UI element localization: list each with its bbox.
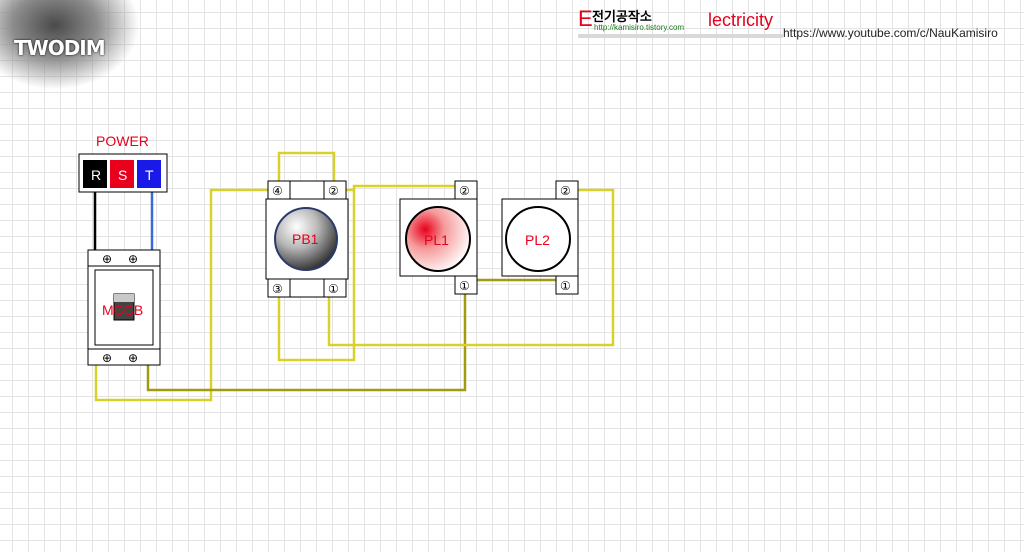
mccb-top-screw-1: ⊕ <box>102 252 112 266</box>
header-underline <box>578 34 783 38</box>
mccb-label: MCCB <box>102 302 143 318</box>
phase-s-box <box>110 160 134 188</box>
site-header: E 전기공작소 http://kamisiro.tistory.com lect… <box>578 4 1024 40</box>
mccb[interactable]: ⊕ ⊕ ⊕ ⊕ <box>87 249 161 366</box>
mccb-bottom-screw-2: ⊕ <box>128 351 138 365</box>
pushbutton-pb1[interactable]: ④ ② ③ ① <box>265 180 349 298</box>
logo: TWODIM <box>14 36 106 60</box>
wire-mccb-to-pl1 <box>146 288 467 392</box>
pb1-terminal-1: ① <box>328 282 339 296</box>
pilot-lamp-pl2[interactable]: ② ① <box>501 180 579 295</box>
header-e-letter: E <box>578 6 593 31</box>
pilot-lamp-pl1[interactable]: ② ① <box>399 180 478 295</box>
phase-t-box <box>137 160 161 188</box>
phase-t-label: T <box>145 167 154 183</box>
pb1-terminal-3: ③ <box>272 282 283 296</box>
pl2-terminal-1: ① <box>560 279 571 293</box>
phase-r-box <box>83 160 107 188</box>
wire-mccb-to-pb1 <box>94 188 271 402</box>
pl1-terminal-1: ① <box>459 279 470 293</box>
header-youtube-link[interactable]: https://www.youtube.com/c/NauKamisiro <box>783 26 998 40</box>
header-suffix: lectricity <box>708 10 774 30</box>
mccb-bottom-screw-1: ⊕ <box>102 351 112 365</box>
power-label: POWER <box>96 133 149 149</box>
wire-pb1-3 <box>277 190 356 362</box>
header-korean-title: 전기공작소 <box>592 10 652 25</box>
pb1-terminal-4: ④ <box>272 184 283 198</box>
wire-pb1-to-pl2 <box>327 188 615 347</box>
phase-s-label: S <box>118 167 127 183</box>
pl1-terminal-2: ② <box>459 184 470 198</box>
pb1-label: PB1 <box>292 231 319 247</box>
wire-pb1-to-pl1 <box>342 184 457 192</box>
phase-r-label: R <box>91 167 101 183</box>
header-blog-link[interactable]: http://kamisiro.tistory.com <box>594 23 685 32</box>
pl2-terminal-2: ② <box>560 184 571 198</box>
pl1-label: PL1 <box>424 232 449 248</box>
wire-pb1-bridge <box>277 151 336 183</box>
mccb-top-screw-2: ⊕ <box>128 252 138 266</box>
pl2-label: PL2 <box>525 232 550 248</box>
pb1-terminal-2: ② <box>328 184 339 198</box>
